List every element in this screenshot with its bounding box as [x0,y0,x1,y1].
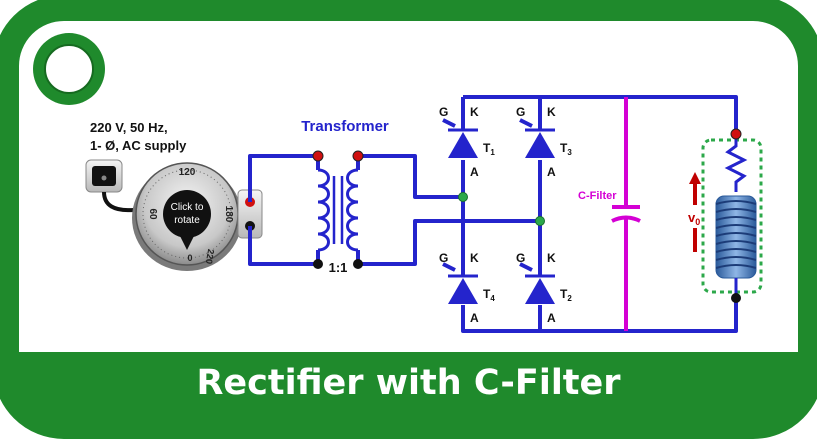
knob-label-line2[interactable]: rotate [174,215,200,226]
t1-name-label: T1 [483,141,495,157]
primary-bottom-terminal [313,259,323,269]
bridge-node-left [458,192,468,202]
variac-terminal-box [237,189,263,239]
t1-gate-label: G [439,105,448,119]
t4-cathode-label: K [470,251,479,265]
t2-name-label: T2 [560,287,572,303]
secondary-top-terminal [352,150,364,162]
load-rl [701,134,763,298]
title-bar [16,352,801,414]
knob-scale-220: 220 [204,248,216,265]
t1-anode-label: A [470,165,479,179]
transformer-ratio: 1:1 [329,260,348,275]
knob-scale-180: 180 [223,206,234,223]
output-positive-terminal [730,128,742,140]
t3-cathode-label: K [547,105,556,119]
t2-cathode-label: K [547,251,556,265]
t3-gate-label: G [516,105,525,119]
thyristor-t2 [525,274,555,304]
supply-label-line2: 1- Ø, AC supply [90,138,187,153]
t1-cathode-label: K [470,105,479,119]
t4-anode-label: A [470,311,479,325]
t2-gate-label: G [516,251,525,265]
output-negative-terminal [731,293,741,303]
transformer-label: Transformer [301,118,389,135]
output-voltage-label: v0 [688,210,700,227]
thyristor-t3 [525,128,555,158]
output-voltage-arrow-icon [689,172,701,252]
knob-scale-60: 60 [147,208,158,220]
knob-label-line1[interactable]: Click to [171,202,204,213]
filter-capacitor [611,97,641,331]
t4-name-label: T4 [483,287,495,303]
primary-top-terminal [312,150,324,162]
variac-knob[interactable]: Click to rotate 120 60 180 0 220 [132,162,242,271]
t3-anode-label: A [547,165,556,179]
bridge-node-right [535,216,545,226]
hanging-hole-inner [44,44,94,94]
t3-name-label: T3 [560,141,572,157]
thyristor-t1 [448,128,478,158]
power-socket-icon [85,159,123,193]
knob-scale-0: 0 [187,253,192,263]
knob-scale-120: 120 [179,167,196,178]
page-title: Rectifier with C-Filter [196,363,621,403]
t4-gate-label: G [439,251,448,265]
t2-anode-label: A [547,311,556,325]
thyristor-t4 [448,274,478,304]
capacitor-label: C-Filter [578,190,617,202]
supply-label-line1: 220 V, 50 Hz, [90,120,168,135]
transformer [317,168,359,252]
secondary-bottom-terminal [353,259,363,269]
